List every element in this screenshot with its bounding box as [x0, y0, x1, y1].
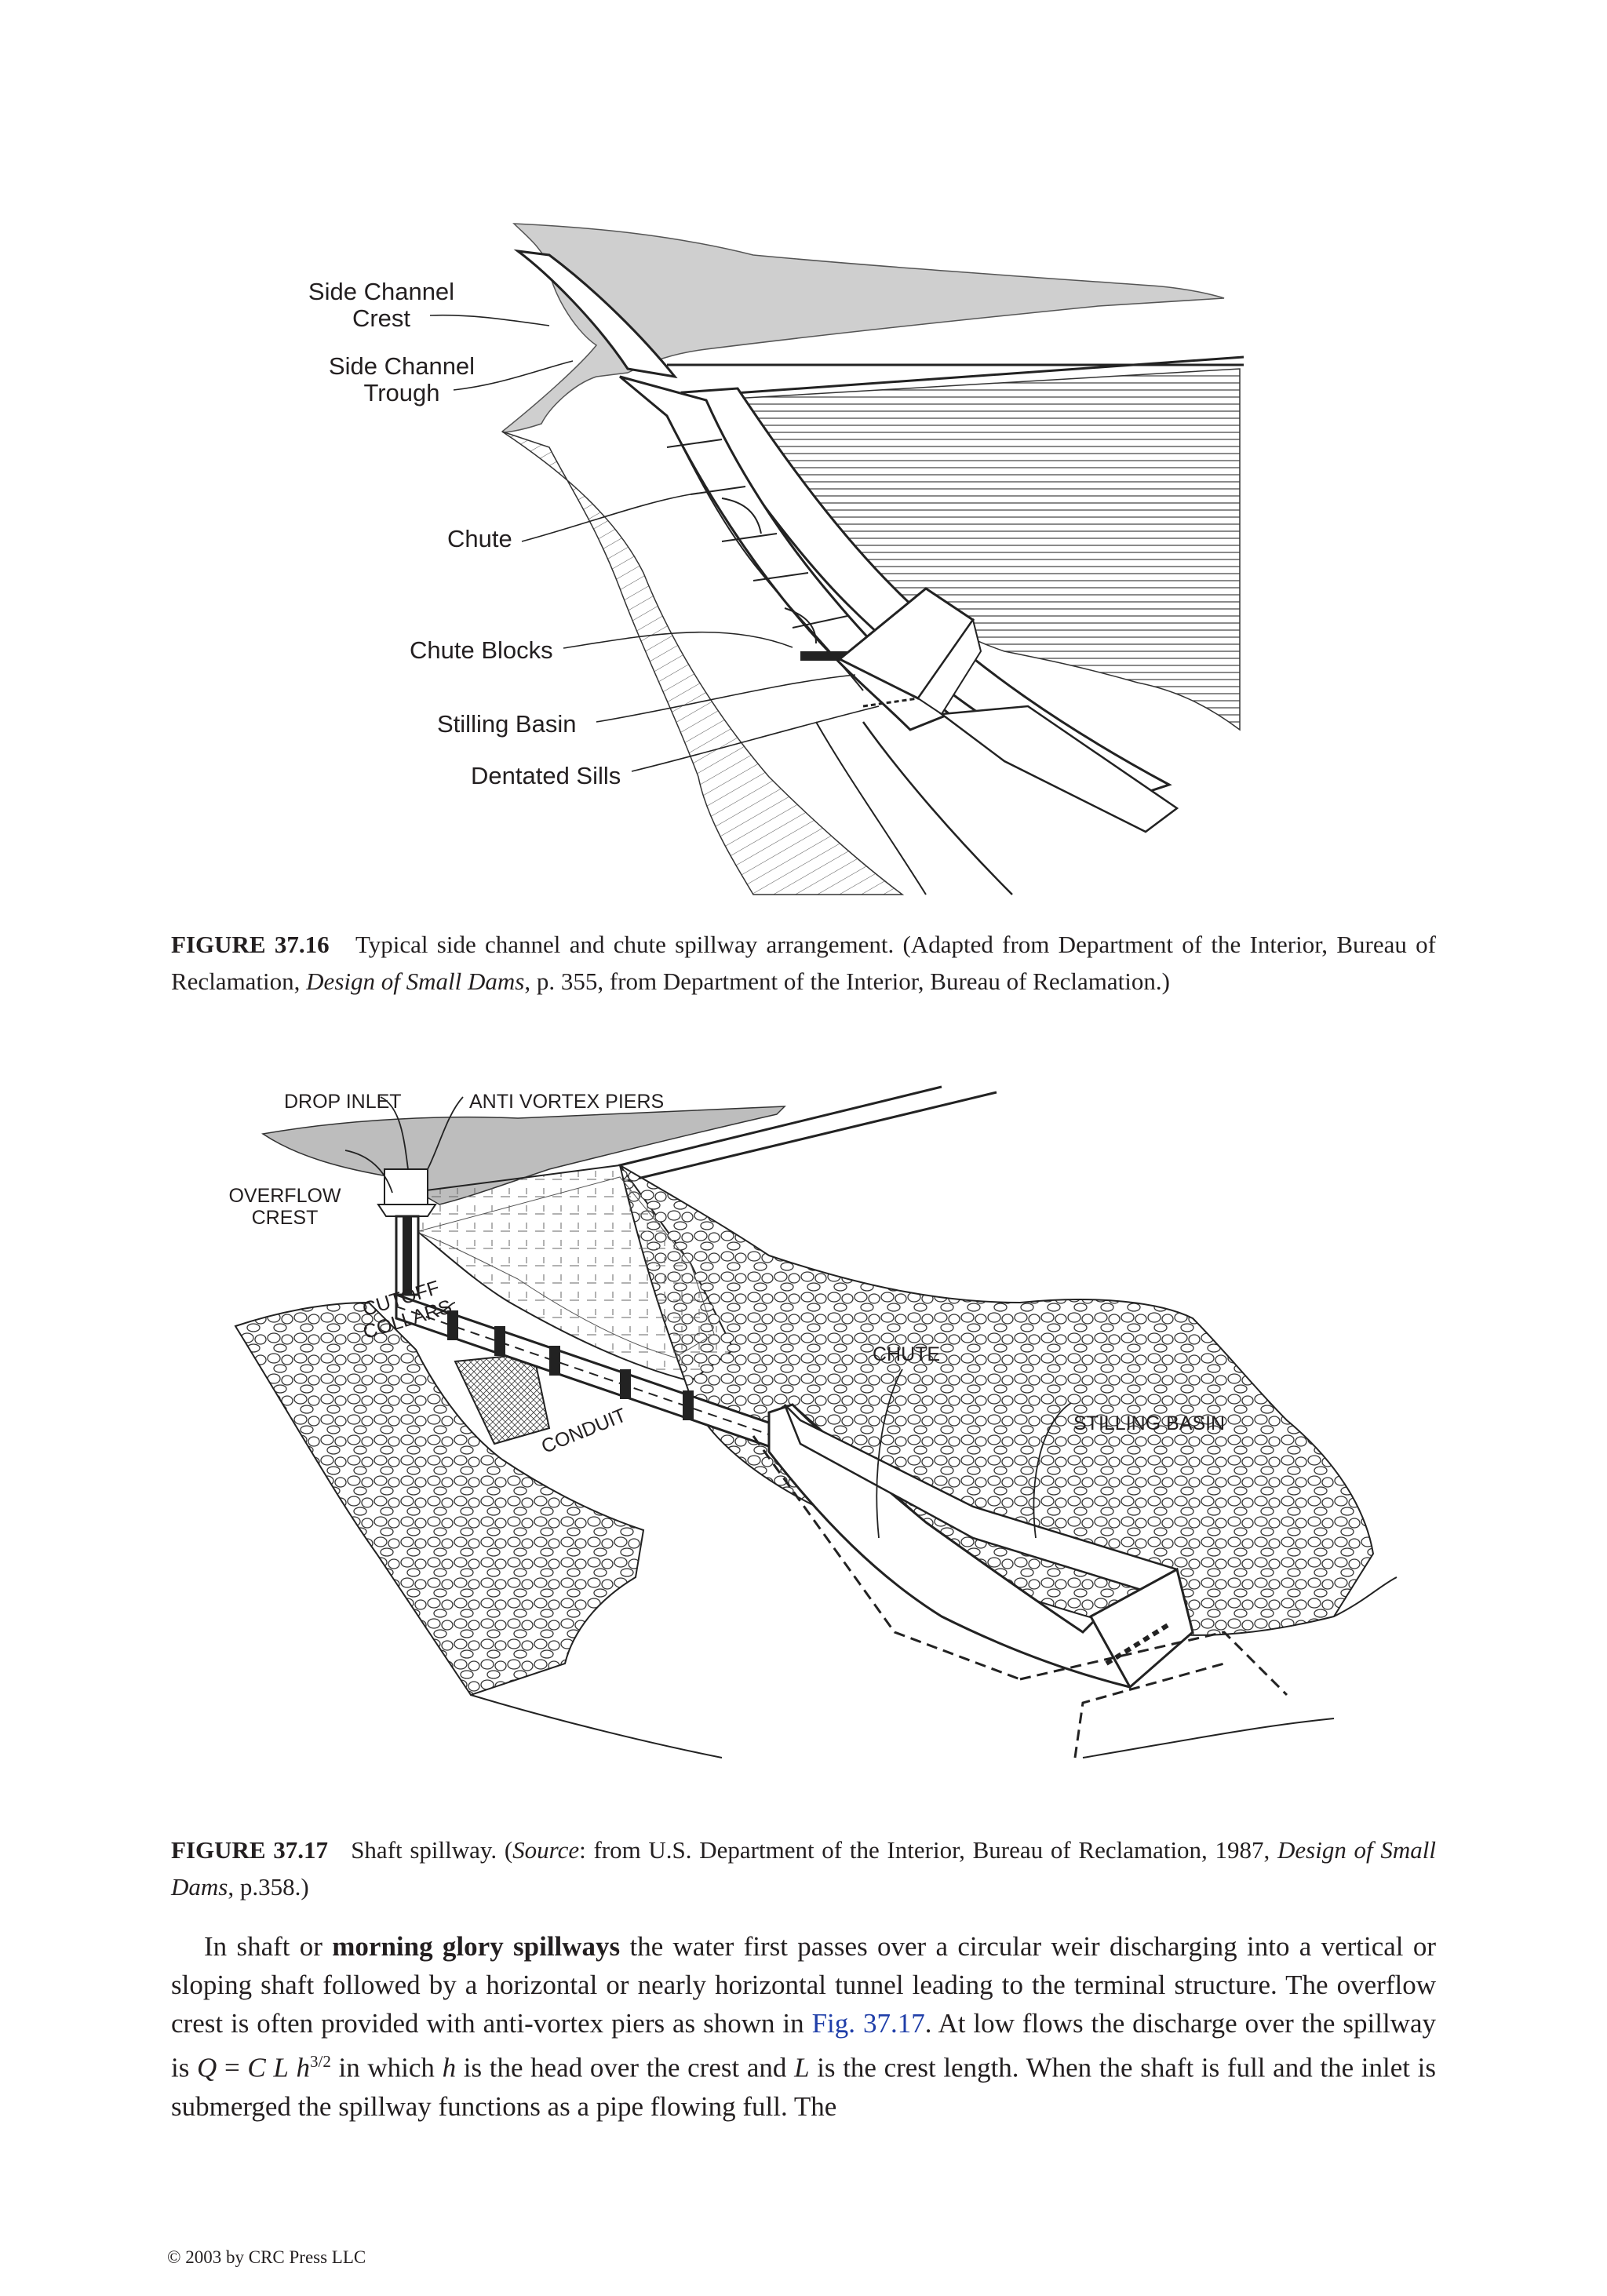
figure-37-17-caption: FIGURE 37.17 Shaft spillway. (Source: fr…	[171, 1831, 1436, 1905]
paragraph-text: In shaft or	[204, 1931, 332, 1962]
chute-label: Chute	[447, 526, 512, 552]
caption-text-end: , p. 355, from Department of the Interio…	[524, 968, 1170, 995]
eq-c: C	[247, 2053, 265, 2083]
anti-vortex-piers-label: ANTI VORTEX PIERS	[469, 1091, 664, 1113]
eq-l: L	[273, 2053, 288, 2083]
eq-exponent: 3/2	[310, 2052, 331, 2071]
drop-inlet-label: DROP INLET	[284, 1091, 402, 1113]
caption-number: FIGURE 37.17	[171, 1836, 328, 1864]
body-paragraph: In shaft or morning glory spillways the …	[171, 1927, 1436, 2126]
figure-reference-link[interactable]: Fig. 37.17	[812, 2008, 925, 2039]
caption-text-end: , p.358.)	[228, 1873, 308, 1901]
var-l: L	[794, 2053, 809, 2083]
stilling-basin-label: Stilling Basin	[437, 711, 576, 738]
caption-book-title: Design of Small Dams	[306, 968, 524, 995]
chute-blocks-label: Chute Blocks	[410, 637, 553, 664]
figure-37-16-caption: FIGURE 37.16 Typical side channel and ch…	[171, 926, 1436, 1000]
caption-text: Shaft spillway. (	[351, 1836, 512, 1864]
chute-label: CHUTE	[873, 1343, 940, 1365]
figure-37-17: DROP INLET ANTI VORTEX PIERS OVERFLOW CR…	[0, 1067, 1607, 1813]
overflow-crest-label: OVERFLOW CREST	[226, 1185, 344, 1229]
side-channel-trough-label: Side Channel Trough	[323, 353, 480, 406]
caption-source-label: Source	[512, 1836, 579, 1864]
eq-equals: =	[217, 2053, 247, 2083]
side-channel-crest-label: Side Channel Crest	[303, 279, 460, 332]
paragraph-text: in which	[331, 2053, 443, 2083]
stilling-basin-label: STILLING BASIN	[1073, 1412, 1225, 1434]
var-h: h	[443, 2053, 457, 2083]
caption-text-mid: : from U.S. Department of the Interior, …	[579, 1836, 1277, 1864]
side-channel-spillway-drawing	[0, 212, 1607, 902]
paragraph-text: is the head over the crest and	[456, 2053, 794, 2083]
term-morning-glory: morning glory spillways	[332, 1931, 620, 1962]
dentated-sills-label: Dentated Sills	[471, 763, 621, 789]
shaft-spillway-drawing	[0, 1067, 1607, 1813]
figure-37-16: Side Channel Crest Side Channel Trough C…	[0, 212, 1607, 902]
eq-h: h	[297, 2053, 311, 2083]
eq-q: Q	[197, 2053, 217, 2083]
copyright-footer: © 2003 by CRC Press LLC	[167, 2247, 366, 2268]
caption-number: FIGURE 37.16	[171, 931, 330, 958]
